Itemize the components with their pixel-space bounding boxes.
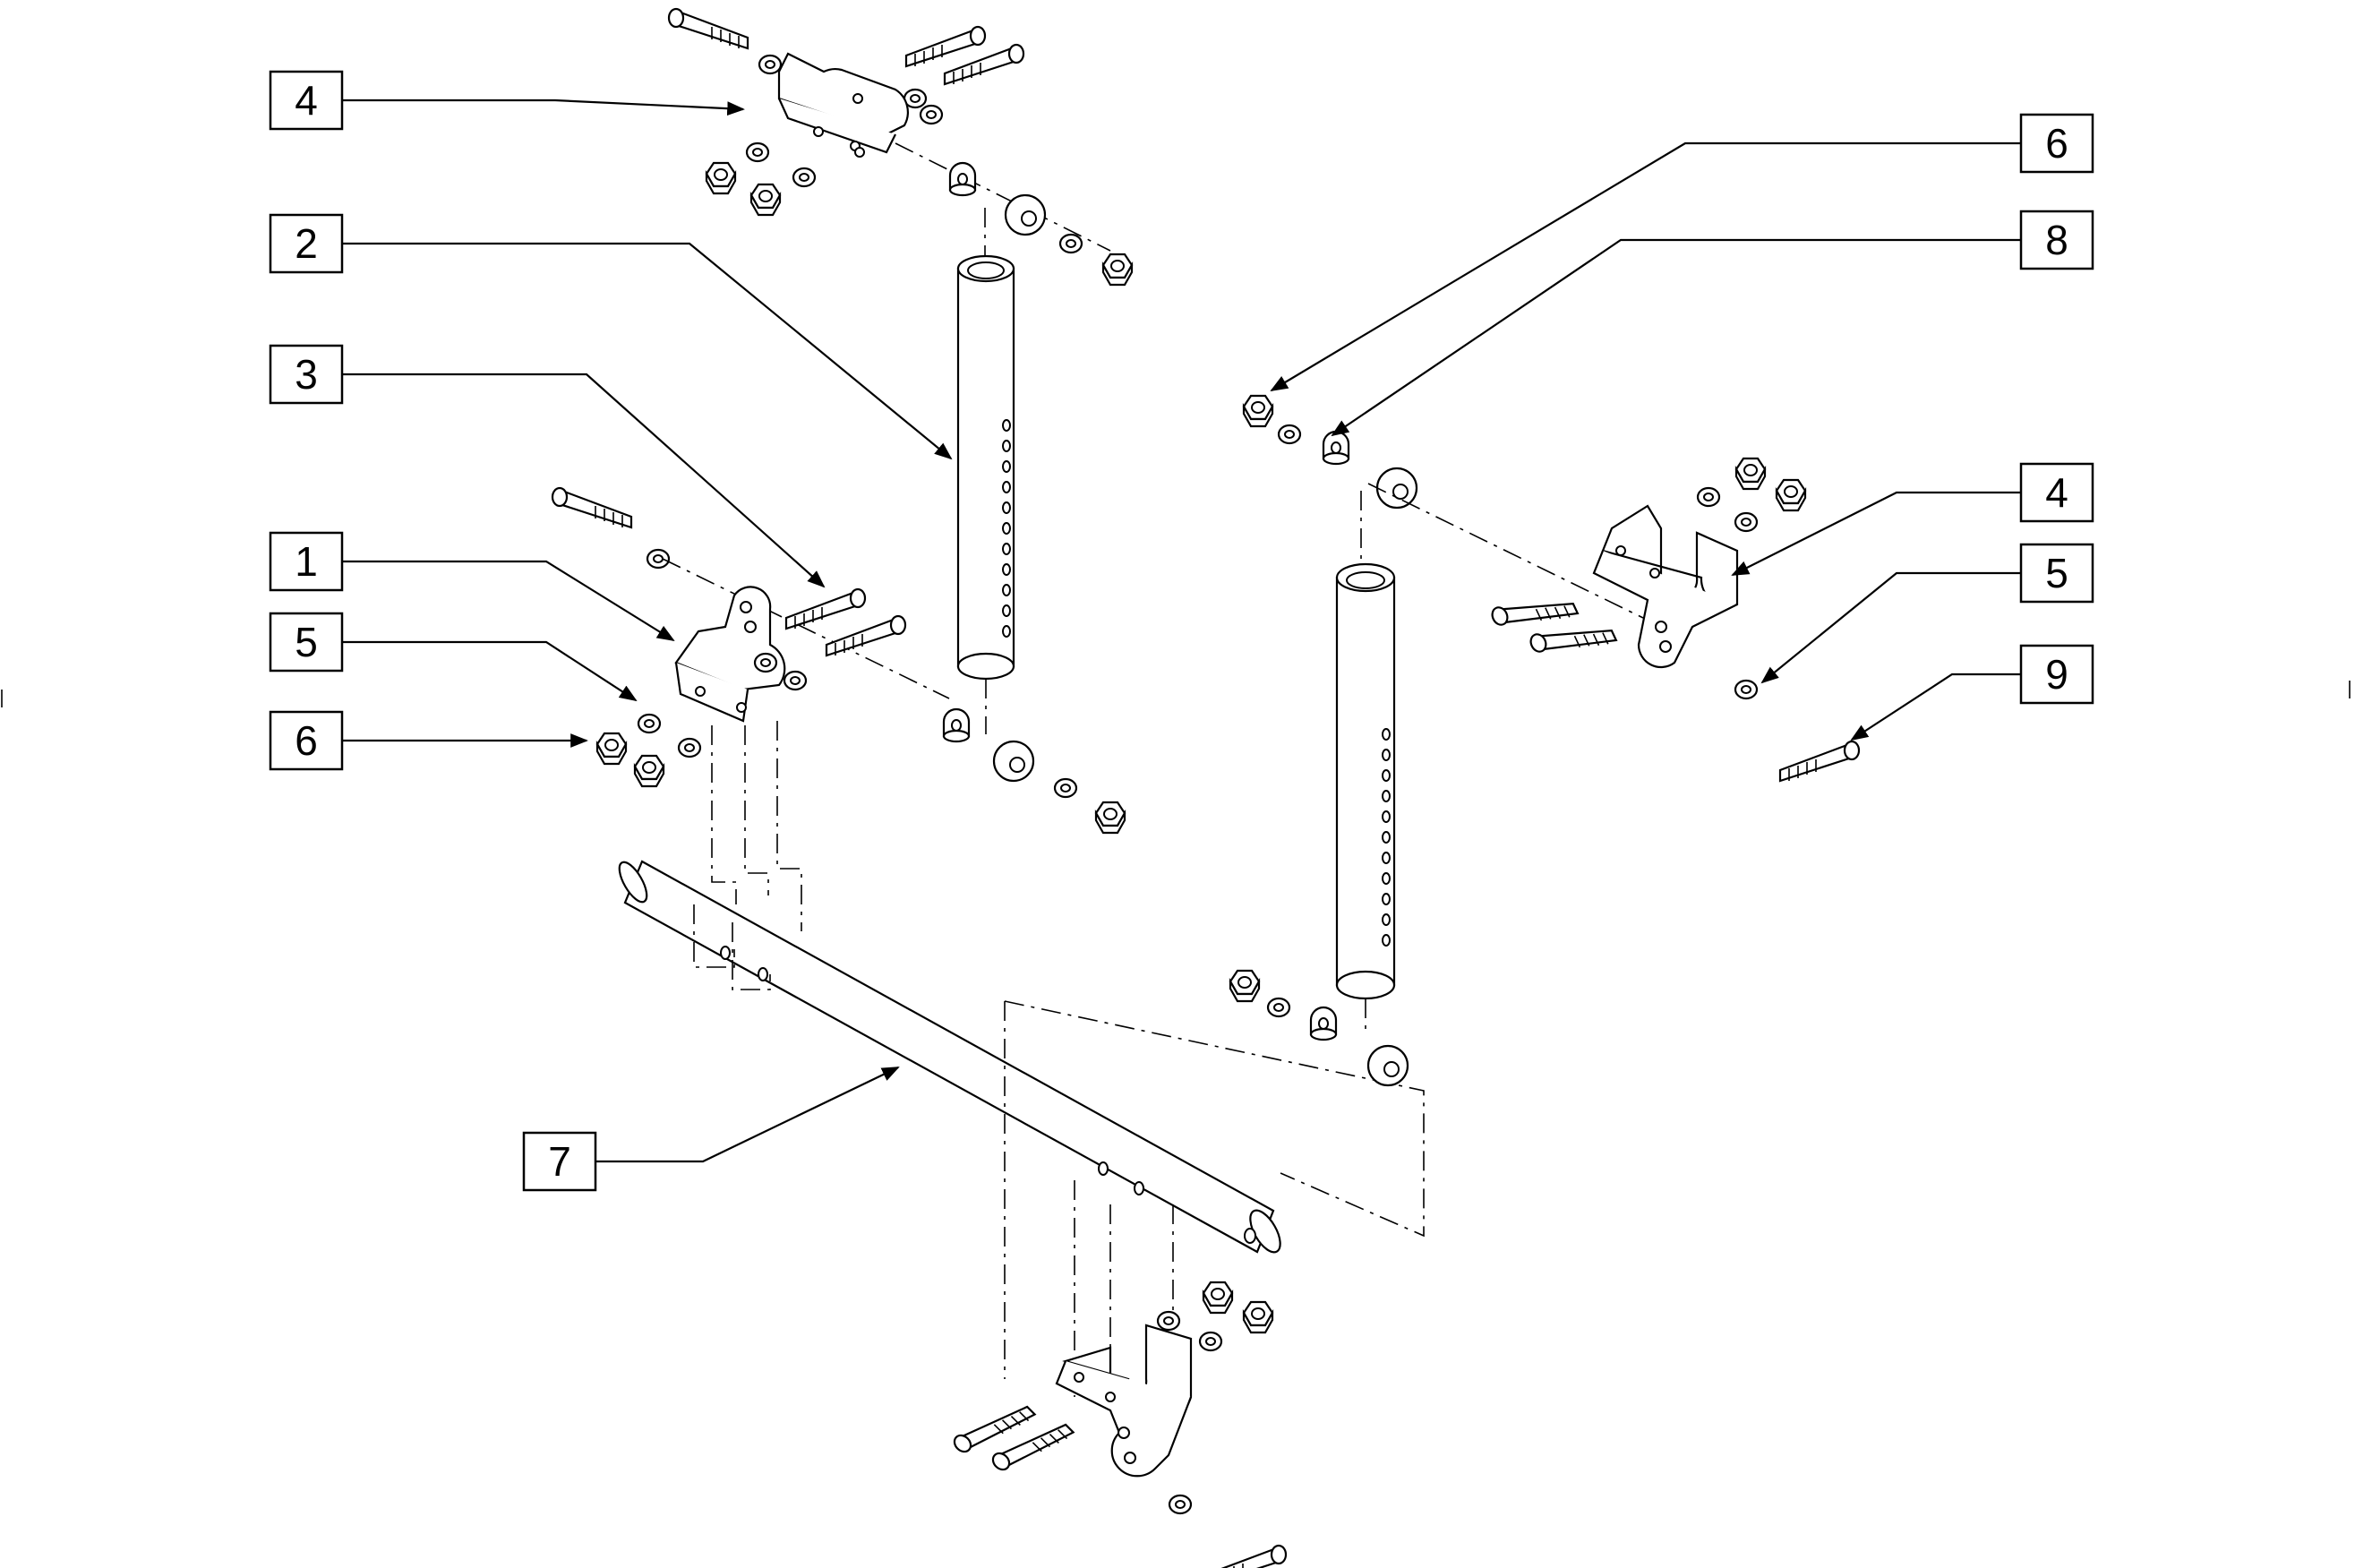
svg-text:6: 6 [2045,120,2068,167]
svg-text:7: 7 [548,1138,571,1185]
washer [1156,1310,1181,1332]
callout-label: 1 [269,531,344,592]
washer [745,141,770,163]
spacer [942,707,971,743]
nut [1734,457,1767,491]
washer [1266,997,1291,1018]
washer [753,652,778,673]
svg-text:4: 4 [295,77,318,124]
bolt [667,7,749,50]
washer [1198,1331,1223,1352]
callout-label: 9 [2019,644,2094,705]
right-tube-assembly [1229,394,1644,1087]
svg-text:5: 5 [295,619,318,665]
bushing [992,740,1035,783]
nut [1202,1281,1234,1315]
bolt [784,587,867,630]
bushing [1366,1044,1409,1087]
bolt [904,25,987,68]
svg-text:9: 9 [2045,651,2068,698]
svg-text:3: 3 [295,351,318,398]
washer [677,737,702,758]
washer [758,54,783,75]
left-clamp-assembly [551,486,1126,931]
nut [595,732,628,766]
bolt [1205,1544,1288,1568]
callout-label: 5 [269,612,344,673]
horizontal-tube [618,860,1425,1397]
lower-clamp-assembly [950,1281,1288,1568]
washer [1168,1494,1193,1515]
nut [1229,969,1261,1003]
bolt [825,614,907,657]
bolt [551,486,633,529]
washer [919,104,944,125]
bushing [1375,467,1418,510]
bolt [1778,740,1861,783]
washer [646,548,671,570]
callout-label: 5 [2019,543,2094,604]
spacer [1322,430,1350,466]
nut [1242,394,1274,428]
washer [1696,486,1721,508]
svg-text:5: 5 [2045,550,2068,596]
left-vertical-tube [956,254,1015,734]
spacer [1309,1006,1338,1041]
callout-label: 8 [2019,210,2094,270]
nut [705,161,737,195]
callout-label: 7 [522,1131,597,1192]
upper-clamp-assembly [667,7,1134,287]
svg-text:4: 4 [2045,469,2068,516]
callout-label: 6 [2019,113,2094,174]
nut [1242,1300,1274,1334]
washer [783,670,808,691]
nut [1094,801,1126,835]
callout-label: 4 [269,70,344,131]
washer [1053,777,1078,799]
svg-text:1: 1 [295,538,318,585]
washer [637,713,662,734]
washer [1277,424,1302,445]
svg-text:6: 6 [295,717,318,764]
callout-label: 3 [269,344,344,405]
washer [1734,511,1759,533]
svg-text:2: 2 [295,220,318,267]
washer [1734,679,1759,700]
right-clamp-assembly [1488,457,1861,783]
washer [792,167,817,188]
clamp-bracket [777,52,909,136]
nut [1101,253,1134,287]
nut [633,754,665,788]
spacer [948,161,977,197]
nut [1775,478,1807,512]
svg-text:8: 8 [2045,217,2068,263]
callout-label: 4 [2019,462,2094,523]
leader-lines [342,99,2021,1163]
bushing [1004,193,1047,236]
washer [1058,233,1083,254]
nut [749,183,782,217]
callout-label: 6 [269,710,344,771]
callout-label: 2 [269,213,344,274]
